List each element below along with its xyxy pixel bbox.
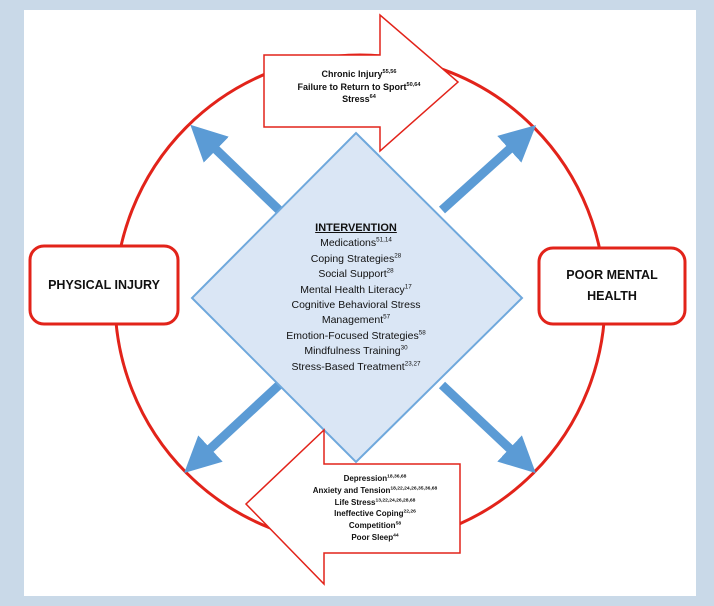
intervention-item-refs: 57: [383, 313, 391, 321]
top-block-arrow: [263, 13, 460, 153]
intervention-item: Stress-Based Treatment23,27: [256, 360, 456, 375]
intervention-item-text: Coping Strategies: [310, 252, 395, 265]
intervention-item-refs: 30: [400, 344, 408, 352]
intervention-item-text: Cognitive Behavioral Stress: [291, 299, 421, 312]
intervention-item: Emotion-Focused Strategies58: [256, 329, 456, 344]
bottom-arrow-item: Ineffective Coping22,26: [286, 508, 464, 520]
bottom-arrow-item-refs: 22,26: [403, 509, 416, 515]
bottom-arrow-item-text: Life Stress: [334, 497, 376, 507]
arrow-up-left: [190, 124, 283, 214]
bottom-block-arrow: [244, 428, 461, 586]
intervention-item: Social Support28: [256, 267, 456, 282]
intervention-item-refs: 23,27: [404, 360, 421, 368]
intervention-item-text: Social Support: [318, 268, 387, 281]
intervention-diamond: [190, 131, 524, 464]
top-arrow-item-text: Chronic Injury: [321, 69, 383, 79]
bottom-arrow-item: Depression18,36,68: [286, 473, 464, 485]
intervention-item-refs: 51,14: [376, 236, 392, 244]
intervention-item-refs: 17: [404, 283, 412, 291]
bottom-arrow-item-refs: 13,22,24,26,28,68: [375, 497, 416, 503]
bottom-arrow-item: Competition58: [286, 520, 464, 532]
bottom-arrow-item-refs: 18,22,24,26,35,36,68: [390, 486, 438, 492]
intervention-item-refs: 28: [394, 252, 402, 260]
intervention-item: Mental Health Literacy17: [256, 283, 456, 298]
top-arrow-item: Stress64: [274, 93, 444, 106]
intervention-item: Management57: [256, 313, 456, 328]
top-arrow-item-text: Stress: [342, 94, 370, 104]
top-arrow-item: Chronic Injury55,56: [274, 68, 444, 81]
intervention-item-refs: 58: [418, 329, 426, 337]
diagram-svg: [28, 13, 687, 586]
top-arrow-item-refs: 64: [369, 94, 376, 100]
bottom-arrow-item-text: Poor Sleep: [351, 532, 394, 542]
poor-mental-health-box: [537, 246, 687, 326]
intervention-item-text: Stress-Based Treatment: [291, 360, 405, 373]
arrow-up-right: [438, 125, 537, 214]
diagram-canvas: PHYSICAL INJURY POOR MENTAL HEALTH Chron…: [24, 10, 696, 596]
poor-mental-health-label: POOR MENTAL HEALTH: [539, 248, 685, 324]
bottom-arrow-item: Life Stress13,22,24,26,28,68: [286, 497, 464, 509]
intervention-item-text: Mental Health Literacy: [300, 283, 405, 296]
intervention-item: Medications51,14: [256, 236, 456, 251]
top-arrow-item-text: Failure to Return to Sport: [297, 81, 407, 92]
poor-mental-health-line1: POOR MENTAL: [566, 268, 658, 282]
physical-injury-box: [28, 244, 180, 326]
bottom-arrow-item-refs: 18,36,68: [387, 474, 407, 480]
intervention-item: Coping Strategies28: [256, 252, 456, 267]
intervention-item-text: Management: [321, 314, 384, 327]
intervention-item-text: Emotion-Focused Strategies: [286, 329, 419, 342]
bottom-arrow-item-refs: 58: [395, 521, 402, 527]
bottom-arrow-item: Anxiety and Tension18,22,24,26,35,36,68: [286, 485, 464, 497]
bottom-arrow-item-text: Ineffective Coping: [334, 509, 404, 519]
intervention-title: INTERVENTION: [315, 222, 397, 234]
top-arrow-item: Failure to Return to Sport50,64: [274, 81, 444, 94]
poor-mental-health-line2: HEALTH: [587, 289, 637, 303]
bottom-arrow-item-text: Depression: [343, 474, 388, 483]
top-arrow-item-refs: 50,64: [406, 81, 421, 88]
physical-injury-label: PHYSICAL INJURY: [48, 278, 160, 292]
bottom-arrow-item-text: Anxiety and Tension: [312, 485, 391, 495]
top-arrow-item-refs: 55,56: [382, 69, 397, 75]
intervention-item: Mindfulness Training30: [256, 344, 456, 359]
intervention-item: Cognitive Behavioral Stress: [256, 298, 456, 313]
bottom-arrow-item: Poor Sleep44: [286, 532, 464, 544]
arrow-down-left: [184, 381, 283, 474]
intervention-item-refs: 28: [386, 267, 394, 275]
bottom-arrow-item-text: Competition: [348, 521, 396, 531]
bottom-arrow-item-refs: 44: [393, 533, 399, 539]
intervention-item-text: Mindfulness Training: [304, 345, 401, 358]
intervention-item-text: Medications: [320, 237, 377, 250]
arrow-down-right: [438, 381, 536, 474]
